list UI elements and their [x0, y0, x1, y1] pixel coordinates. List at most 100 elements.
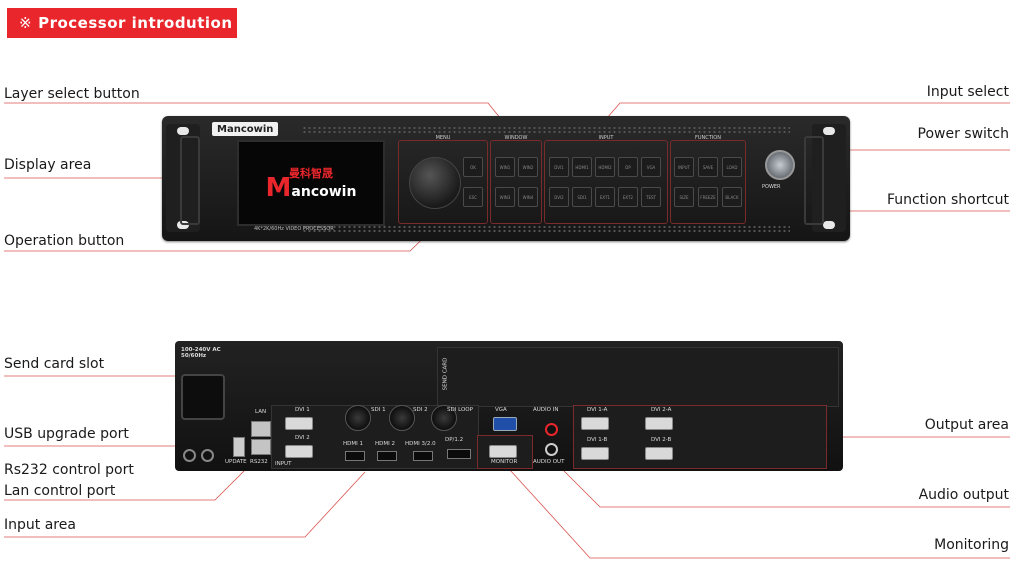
screen-cn-text: 曼科智晟 — [289, 167, 333, 180]
power-switch[interactable] — [765, 150, 795, 180]
function-freeze-button[interactable]: FREEZE — [698, 187, 718, 207]
dp-label: DP/1.2 — [445, 437, 464, 443]
rear-panel: 100-240V AC 50/60Hz LAN UPDATE RS232 SEN… — [175, 341, 843, 471]
function-input-button[interactable]: INPUT — [674, 157, 694, 177]
function-save-button[interactable]: SAVE — [698, 157, 718, 177]
send-card-slot — [437, 347, 839, 407]
input-ext1-button[interactable]: EXT1 — [595, 187, 615, 207]
input-label: INPUT — [275, 461, 292, 467]
input-dp-button[interactable]: DP — [618, 157, 638, 177]
label-layer-select: Layer select button — [4, 86, 140, 102]
win1-button[interactable]: WIN1 — [495, 157, 515, 177]
vent — [302, 126, 790, 134]
handle-left — [180, 136, 200, 225]
dvi2a-port[interactable] — [645, 417, 673, 430]
input-sdi1-button[interactable]: SDI1 — [572, 187, 592, 207]
esc-button[interactable]: ESC — [463, 187, 483, 207]
leader-monitoring — [509, 469, 1010, 559]
ok-button[interactable]: OK — [463, 157, 483, 177]
sdi1-port[interactable] — [345, 405, 371, 431]
dvi2b-port[interactable] — [645, 447, 673, 460]
function-load-button[interactable]: LOAD — [722, 157, 742, 177]
leader-input-area — [4, 471, 366, 538]
asterisk-icon: ※ — [19, 14, 33, 32]
label-monitoring: Monitoring — [934, 537, 1009, 553]
vent — [302, 225, 790, 233]
dp-port[interactable] — [447, 449, 471, 459]
label-rs232: Rs232 control port — [4, 462, 134, 478]
power-inlet[interactable] — [181, 374, 225, 420]
section-banner: ※ Processor introdution — [7, 8, 237, 38]
send-card-label: SEND CARD — [442, 357, 449, 391]
lan-label: LAN — [255, 409, 267, 415]
dvi2a-label: DVI 2-A — [651, 407, 672, 413]
sdi2-port[interactable] — [389, 405, 415, 431]
power-rating: 100-240V AC 50/60Hz — [181, 347, 221, 359]
front-panel: Mancowin 曼科智晟 Mancowin 4K*2K/60Hz VIDEO … — [162, 116, 850, 241]
sdi-loop-port[interactable] — [431, 405, 457, 431]
label-operation-button: Operation button — [4, 233, 125, 249]
input-dvi1-button[interactable]: DVI1 — [549, 157, 569, 177]
audio-out-port[interactable] — [545, 443, 558, 456]
dvi2b-label: DVI 2-B — [651, 437, 672, 443]
ground-icon — [201, 449, 214, 462]
input-hdmi2-button[interactable]: HDMI2 — [595, 157, 615, 177]
dvi2-port[interactable] — [285, 445, 313, 458]
dvi1-port[interactable] — [285, 417, 313, 430]
dvi1b-label: DVI 1-B — [587, 437, 608, 443]
output-area — [573, 405, 827, 469]
input-hdmi1-button[interactable]: HDMI1 — [572, 157, 592, 177]
dvi2-label: DVI 2 — [295, 435, 310, 441]
win4-button[interactable]: WIN4 — [518, 187, 538, 207]
audio-in-port[interactable] — [545, 423, 558, 436]
lan-port[interactable] — [251, 421, 271, 437]
usb-port[interactable] — [233, 437, 245, 457]
input-test-button[interactable]: TEST — [641, 187, 661, 207]
rack-ear-right — [812, 124, 846, 232]
leader-audio-output — [552, 459, 1010, 508]
function-size-button[interactable]: SIZE — [674, 187, 694, 207]
monitor-port[interactable] — [489, 445, 517, 458]
label-display-area: Display area — [4, 157, 92, 173]
hdmi3-label: HDMI 3/2.0 — [405, 441, 436, 447]
handle-right — [804, 136, 824, 225]
window-group: WINDOW WIN1 WIN2 WIN3 WIN4 — [490, 135, 542, 224]
hdmi1-port[interactable] — [345, 451, 365, 461]
rack-ear-left — [166, 124, 200, 232]
dvi1a-port[interactable] — [581, 417, 609, 430]
ground-screw-icon — [183, 449, 196, 462]
input-group: INPUT DVI1 HDMI1 HDMI2 DP VGA DVI2 SDI1 … — [544, 135, 668, 224]
function-group: FUNCTION INPUT SAVE LOAD SIZE FREEZE BLA… — [670, 135, 746, 224]
win3-button[interactable]: WIN3 — [495, 187, 515, 207]
input-vga-button[interactable]: VGA — [641, 157, 661, 177]
win2-button[interactable]: WIN2 — [518, 157, 538, 177]
section-title: Processor introdution — [38, 14, 233, 32]
audio-out-label: AUDIO OUT — [533, 459, 565, 465]
label-lan: Lan control port — [4, 483, 116, 499]
input-ext2-button[interactable]: EXT2 — [618, 187, 638, 207]
hdmi2-port[interactable] — [377, 451, 397, 461]
leader-rs-lan — [4, 459, 256, 501]
dvi1b-port[interactable] — [581, 447, 609, 460]
model-text: 4K*2K/60Hz VIDEO PROCESSOR — [254, 226, 334, 232]
label-output-area: Output area — [924, 417, 1009, 433]
vga-port[interactable] — [493, 417, 517, 431]
power-label: POWER — [762, 184, 781, 190]
audio-in-label: AUDIO IN — [533, 407, 559, 413]
label-input-area: Input area — [4, 517, 76, 533]
function-black-button[interactable]: BLACK — [722, 187, 742, 207]
rs232-port[interactable] — [251, 439, 271, 455]
label-send-card-slot: Send card slot — [4, 356, 105, 372]
label-power-switch: Power switch — [917, 126, 1009, 142]
input-dvi2-button[interactable]: DVI2 — [549, 187, 569, 207]
hdmi3-port[interactable] — [413, 451, 433, 461]
screen-en-text: Mancowin — [265, 173, 357, 203]
dvi1-label: DVI 1 — [295, 407, 310, 413]
menu-knob[interactable] — [409, 157, 461, 209]
rs232-label: RS232 — [250, 459, 268, 465]
vga-label: VGA — [495, 407, 507, 413]
update-label: UPDATE — [225, 459, 247, 465]
label-input-select: Input select — [926, 84, 1009, 100]
hdmi2-label: HDMI 2 — [375, 441, 395, 447]
